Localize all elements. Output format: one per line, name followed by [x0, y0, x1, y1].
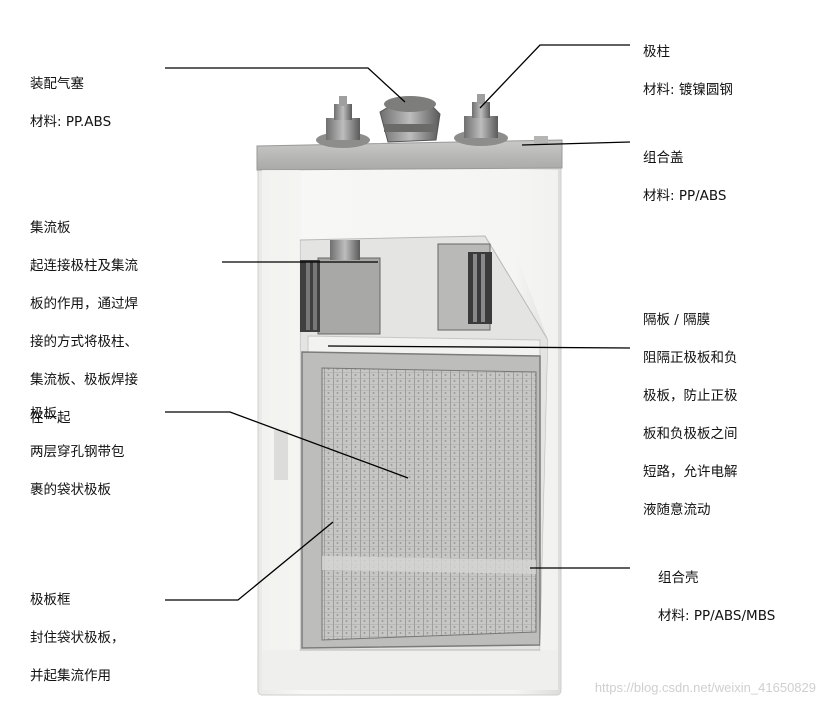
label-cover-title: 组合盖 — [643, 149, 727, 168]
label-electrode-plate-title: 极板 — [30, 405, 125, 424]
label-vent-plug-material: 材料: PP.ABS — [30, 113, 111, 132]
collector-plate-right — [438, 244, 492, 330]
watermark-text: https://blog.csdn.net/weixin_41650829 — [595, 680, 816, 695]
leader-terminal-post — [480, 45, 630, 108]
label-separator-desc-3: 板和负极板之间 — [643, 425, 738, 444]
label-vent-plug-title: 装配气塞 — [30, 75, 111, 94]
vent-plug — [380, 96, 440, 142]
label-collector-plate-desc-3: 接的方式将极柱、 — [30, 333, 138, 352]
label-container: 组合壳 材料: PP/ABS/MBS — [658, 550, 775, 645]
label-collector-plate-title: 集流板 — [30, 219, 138, 238]
label-separator-desc-4: 短路，允许电解 — [643, 463, 738, 482]
leader-vent-plug — [165, 68, 405, 102]
label-electrode-plate: 极板 两层穿孔钢带包 裹的袋状极板 — [30, 386, 125, 519]
label-collector-plate-desc-1: 起连接极柱及集流 — [30, 257, 138, 276]
label-separator-desc-1: 阻隔正极板和负 — [643, 349, 738, 368]
label-separator: 隔板 / 隔膜 阻隔正极板和负 极板，防止正极 板和负极板之间 短路，允许电解 … — [643, 292, 738, 539]
label-electrode-plate-desc-1: 两层穿孔钢带包 — [30, 443, 125, 462]
label-plate-frame-desc-1: 封住袋状极板， — [30, 629, 125, 648]
label-plate-frame-desc-2: 并起集流作用 — [30, 667, 125, 686]
label-separator-desc-2: 极板，防止正极 — [643, 387, 738, 406]
label-terminal-post-title: 极柱 — [643, 43, 733, 62]
terminal-post-left — [316, 96, 370, 148]
label-container-material: 材料: PP/ABS/MBS — [658, 607, 775, 626]
label-cover: 组合盖 材料: PP/ABS — [643, 130, 727, 225]
label-separator-title: 隔板 / 隔膜 — [643, 311, 738, 330]
label-vent-plug: 装配气塞 材料: PP.ABS — [30, 56, 111, 151]
label-terminal-post-material: 材料: 镀镍圆钢 — [643, 81, 733, 100]
label-container-title: 组合壳 — [658, 569, 775, 588]
label-collector-plate-desc-2: 板的作用，通过焊 — [30, 295, 138, 314]
label-plate-frame-title: 极板框 — [30, 591, 125, 610]
label-electrode-plate-desc-2: 裹的袋状极板 — [30, 481, 125, 500]
label-cover-material: 材料: PP/ABS — [643, 187, 727, 206]
label-separator-desc-5: 液随意流动 — [643, 501, 738, 520]
label-plate-frame: 极板框 封住袋状极板， 并起集流作用 — [30, 572, 125, 705]
terminal-post-right — [454, 94, 508, 146]
pocket-plate — [322, 368, 536, 640]
label-terminal-post: 极柱 材料: 镀镍圆钢 — [643, 24, 733, 119]
